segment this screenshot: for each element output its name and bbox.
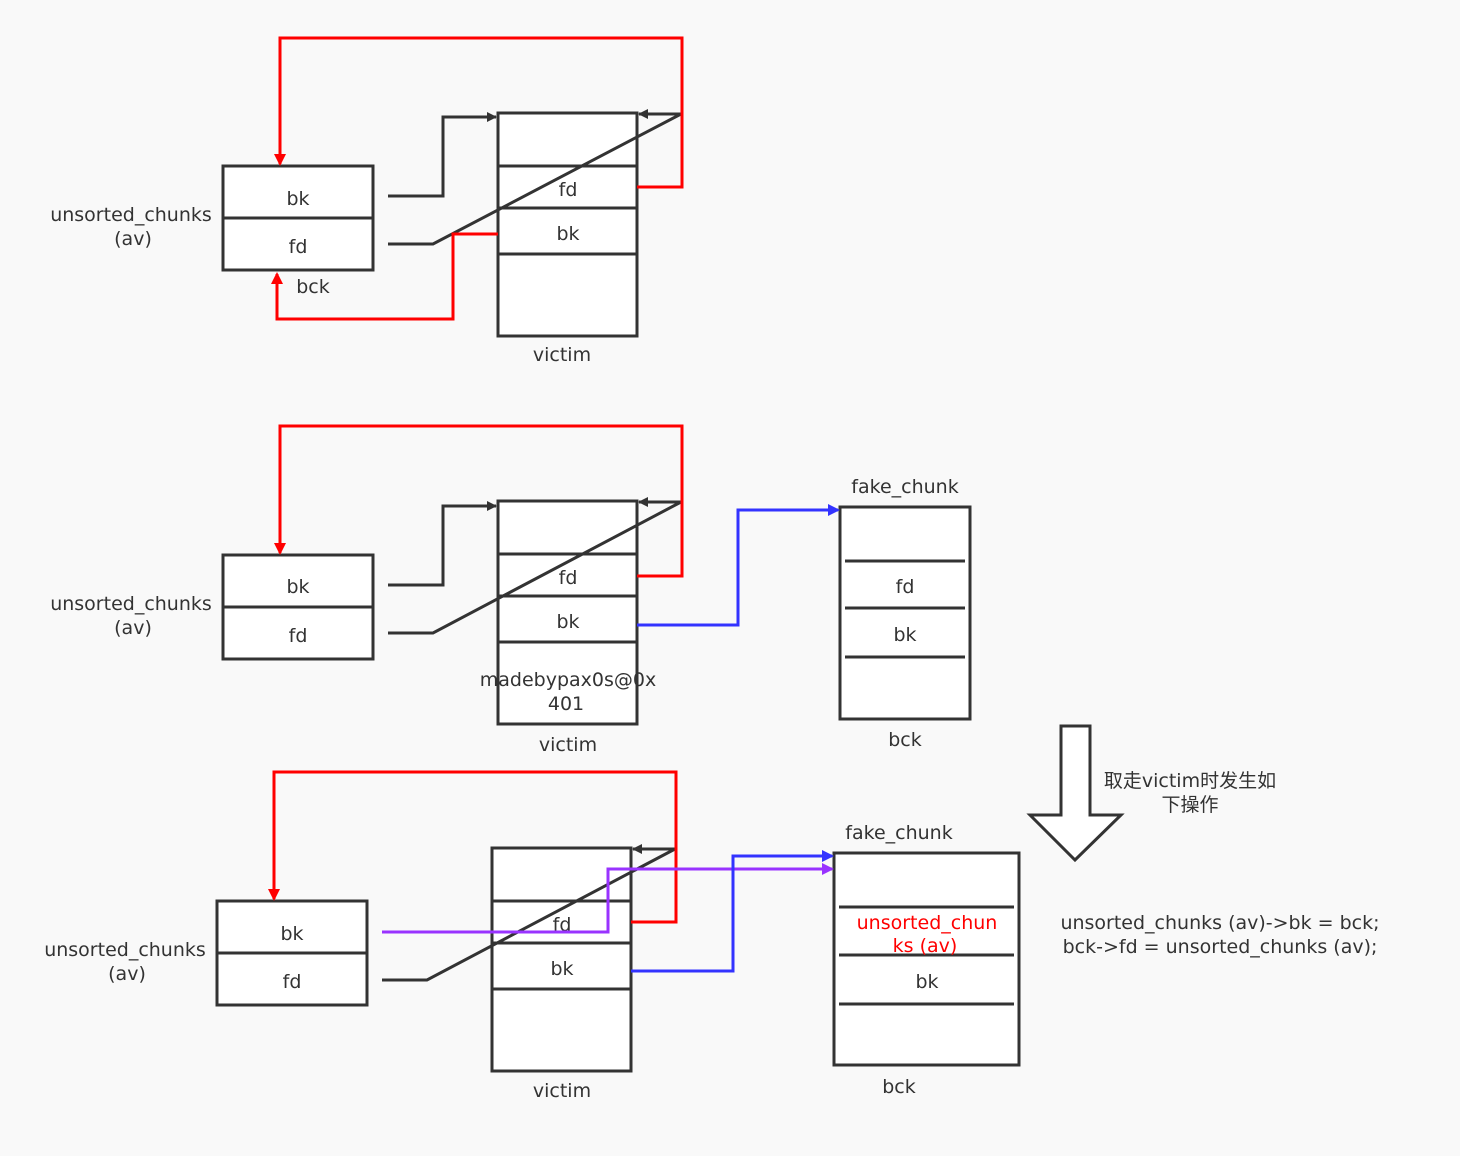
victim-bk-field: bk (556, 223, 579, 245)
fake-chunk-label: fake_chunk (845, 822, 952, 844)
fake-chunk-fd-value: ks (av) (893, 935, 958, 957)
unsorted-fd-field: fd (289, 236, 308, 258)
victim-bk-red-pointer (271, 232, 498, 321)
transition-note: 下操作 (1161, 794, 1218, 816)
unsorted-chunks-label: unsorted_chunks (50, 204, 212, 226)
unsorted-chunks-av-label: (av) (114, 617, 152, 639)
av-fd-pointer (388, 497, 682, 635)
transition-note: 取走victim时发生如 (1104, 770, 1276, 792)
unsorted-bk-field: bk (286, 188, 309, 210)
panel-1: unsorted_chunks (av) bk fd bck fd bk vic… (50, 36, 684, 366)
panel-3: unsorted_chunks (av) bk fd fd bk victim … (44, 770, 1380, 1102)
operation-code: unsorted_chunks (av)->bk = bck; (1060, 912, 1379, 934)
unsorted-bk-field: bk (280, 923, 303, 945)
av-bk-pointer (388, 112, 497, 198)
victim-fd-red-pointer (274, 424, 684, 578)
victim-fd-field: fd (559, 567, 578, 589)
unsorted-chunks-label: unsorted_chunks (44, 939, 206, 961)
av-bk-pointer (388, 501, 497, 587)
fake-chunk-label: fake_chunk (851, 476, 958, 498)
victim-bk-blue-pointer (631, 850, 834, 973)
unsorted-chunks-av-label: (av) (108, 963, 146, 985)
bck-label: bck (888, 729, 922, 751)
victim-label: victim (539, 734, 597, 756)
unsorted-chunks-av-label: (av) (114, 228, 152, 250)
victim-bk-field: bk (550, 958, 573, 980)
unsorted-fd-field: fd (283, 971, 302, 993)
fake-chunk-box (838, 505, 972, 721)
unsorted-bk-field: bk (286, 576, 309, 598)
av-fd-pointer (382, 844, 676, 982)
fake-chunk-bk-field: bk (893, 624, 916, 646)
victim-label: victim (533, 1080, 591, 1102)
transition: 取走victim时发生如 下操作 (1026, 724, 1276, 863)
victim-label: victim (533, 344, 591, 366)
victim-bk-blue-pointer (637, 504, 840, 627)
av-bk-purple-pointer (382, 863, 834, 934)
operation-code: bck->fd = unsorted_chunks (av); (1063, 936, 1378, 958)
bck-label: bck (882, 1076, 916, 1098)
fake-chunk-fd-field: fd (896, 576, 915, 598)
victim-bk-field: bk (556, 611, 579, 633)
watermark-text: 401 (548, 693, 584, 715)
fake-chunk-box (832, 851, 1021, 1067)
unsorted-fd-field: fd (289, 625, 308, 647)
watermark-text: madebypax0s@0x (480, 669, 656, 691)
victim-fd-red-pointer (274, 36, 684, 189)
unsorted-chunks-label: unsorted_chunks (50, 593, 212, 615)
panel-2: unsorted_chunks (av) bk fd fd bk madebyp… (50, 424, 972, 756)
victim-fd-field: fd (559, 179, 578, 201)
victim-fd-red-pointer (268, 770, 678, 924)
bck-label: bck (296, 276, 330, 298)
down-arrow-icon (1026, 724, 1125, 863)
av-fd-pointer (388, 109, 682, 246)
fake-chunk-bk-field: bk (915, 971, 938, 993)
fake-chunk-fd-value: unsorted_chun (857, 912, 998, 934)
